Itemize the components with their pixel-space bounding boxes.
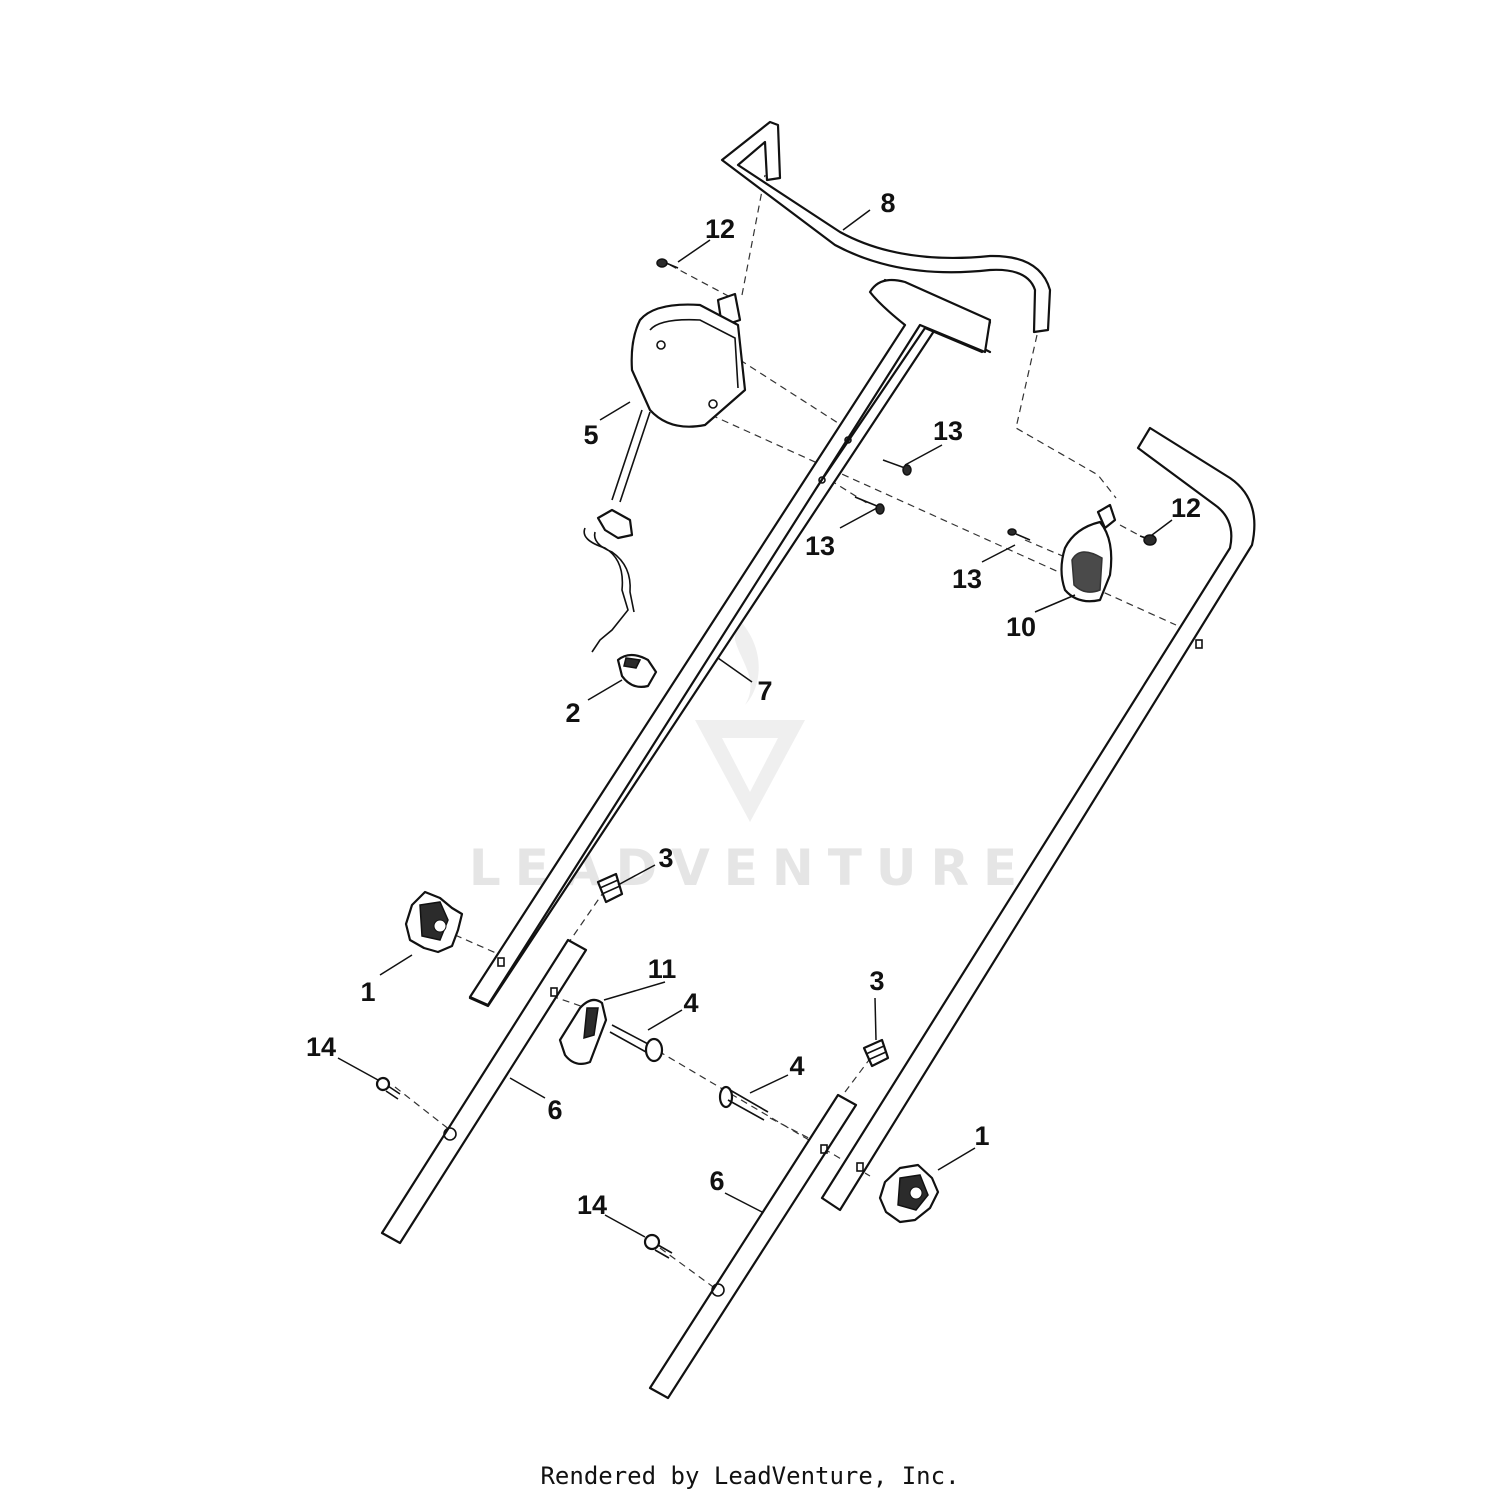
callout-13-b: 13 bbox=[805, 531, 835, 561]
lower-handle-left bbox=[380, 938, 588, 1245]
knob-1-left bbox=[404, 890, 464, 954]
callout-3-right: 3 bbox=[869, 966, 884, 996]
callout-4-upper: 4 bbox=[683, 988, 698, 1018]
callout-14-right: 14 bbox=[577, 1190, 607, 1220]
knob-1-right bbox=[878, 1163, 940, 1224]
callout-12-left: 12 bbox=[705, 214, 735, 244]
callout-3-left: 3 bbox=[658, 843, 673, 873]
screw-13-c bbox=[1007, 528, 1031, 541]
throttle-control bbox=[1060, 503, 1117, 603]
bolt-4-lower bbox=[718, 1085, 769, 1121]
callout-8: 8 bbox=[880, 188, 895, 218]
callout-1-left: 1 bbox=[360, 977, 375, 1007]
engine-control-box bbox=[611, 292, 747, 503]
callout-10: 10 bbox=[1006, 612, 1036, 642]
control-bail bbox=[720, 120, 1052, 334]
callout-6-left: 6 bbox=[547, 1095, 562, 1125]
lower-handle-right bbox=[648, 1093, 858, 1400]
bolt-4-upper bbox=[609, 1024, 664, 1063]
callout-7: 7 bbox=[757, 676, 772, 706]
callout-labels: 8 12 5 13 13 12 13 10 7 2 3 1 11 4 3 4 1… bbox=[306, 188, 1201, 1220]
cable-guide bbox=[558, 998, 608, 1065]
screw-13-a bbox=[882, 459, 912, 476]
callout-13-c: 13 bbox=[952, 564, 982, 594]
callout-5: 5 bbox=[583, 420, 598, 450]
callout-4-lower: 4 bbox=[789, 1051, 804, 1081]
cable-stop bbox=[616, 653, 658, 688]
callout-1-right: 1 bbox=[974, 1121, 989, 1151]
upper-handle-left bbox=[468, 278, 992, 1008]
callout-14-left: 14 bbox=[306, 1032, 336, 1062]
footer-credit: Rendered by LeadVenture, Inc. bbox=[540, 1462, 960, 1490]
cable-clip bbox=[583, 508, 635, 653]
callout-6-right: 6 bbox=[709, 1166, 724, 1196]
callout-2: 2 bbox=[565, 698, 580, 728]
leader-lines bbox=[337, 209, 1173, 1238]
callout-13-a: 13 bbox=[933, 416, 963, 446]
callout-11: 11 bbox=[648, 954, 677, 984]
screw-14-left bbox=[375, 1076, 401, 1100]
callout-12-right: 12 bbox=[1171, 493, 1201, 523]
screw-12-right bbox=[1139, 534, 1157, 546]
plug-3-right bbox=[862, 1038, 890, 1068]
screw-12-left bbox=[656, 258, 679, 269]
screw-14-right bbox=[643, 1233, 673, 1259]
plug-3-left bbox=[596, 872, 624, 904]
upper-handle-right bbox=[820, 426, 1256, 1212]
watermark-logo bbox=[695, 615, 805, 822]
